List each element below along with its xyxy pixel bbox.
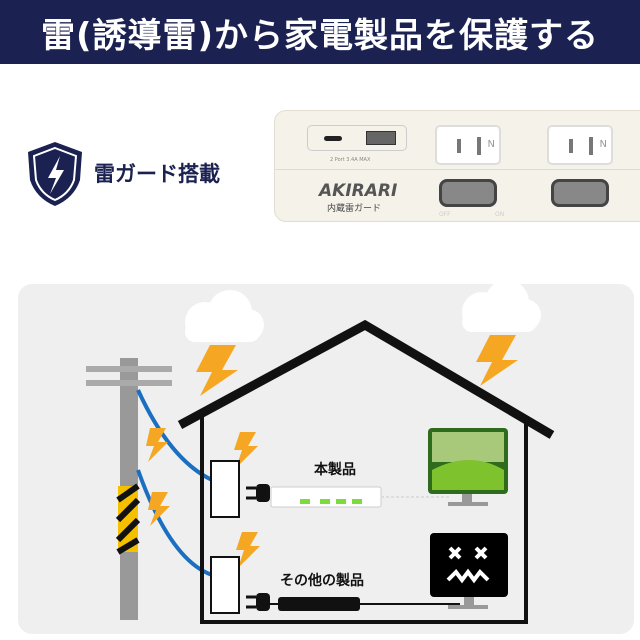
plug-icon — [246, 486, 256, 500]
cloud-icon — [185, 290, 264, 342]
shield-lightning-icon — [28, 142, 82, 206]
outlet: N — [547, 125, 613, 165]
lightning-diagram — [86, 280, 555, 624]
wall-outlet — [210, 556, 240, 614]
lightning-bolt-icon — [476, 335, 518, 386]
lightning-bolt-icon — [236, 532, 260, 568]
lightning-guard-label: 雷ガード搭載 — [94, 162, 220, 186]
title-banner: 雷(誘導雷)から家電製品を保護する — [0, 0, 640, 64]
lightning-bolt-icon — [146, 428, 168, 462]
house-walls — [200, 415, 528, 624]
usb-ports — [307, 125, 407, 151]
wall-outlet — [210, 460, 240, 518]
plug-icon — [246, 595, 256, 609]
usb-note: 2 Port 3.4A MAX — [330, 157, 371, 163]
power-strip-photo: 2 Port 3.4A MAX AKIRARI 内蔵雷ガード N N OFF O… — [274, 110, 640, 222]
brand-logo: AKIRARI — [319, 181, 398, 201]
lightning-bolt-icon — [148, 492, 170, 526]
outlet: N — [435, 125, 501, 165]
outlet-switch — [439, 179, 497, 207]
monitor-healthy — [428, 428, 508, 506]
cloud-icon — [462, 280, 541, 332]
usb-a-port — [366, 131, 396, 145]
monitor-broken — [430, 533, 508, 609]
this-product-label: 本製品 — [314, 462, 356, 478]
brand-sub-label: 内蔵雷ガード — [327, 204, 382, 214]
outlet-switch — [551, 179, 609, 207]
lightning-bolt-icon — [234, 432, 258, 468]
page-title: 雷(誘導雷)から家電製品を保護する — [40, 15, 600, 56]
other-products-label: その他の製品 — [280, 573, 364, 589]
house-roof — [177, 319, 555, 439]
lightning-bolt-icon — [196, 345, 238, 396]
utility-pole — [86, 358, 172, 620]
usb-c-port — [324, 136, 342, 141]
